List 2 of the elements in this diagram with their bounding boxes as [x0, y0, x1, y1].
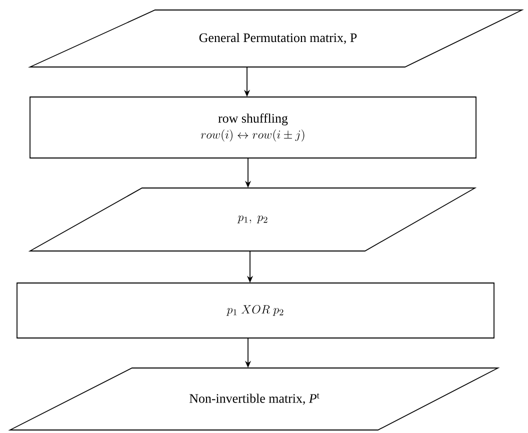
process-box: $p_1\ XOR\ p_2$ — [16, 282, 494, 338]
process-box: row shuffling $row(i) \leftrightarrow row(i \pm j)$ — [30, 96, 476, 158]
